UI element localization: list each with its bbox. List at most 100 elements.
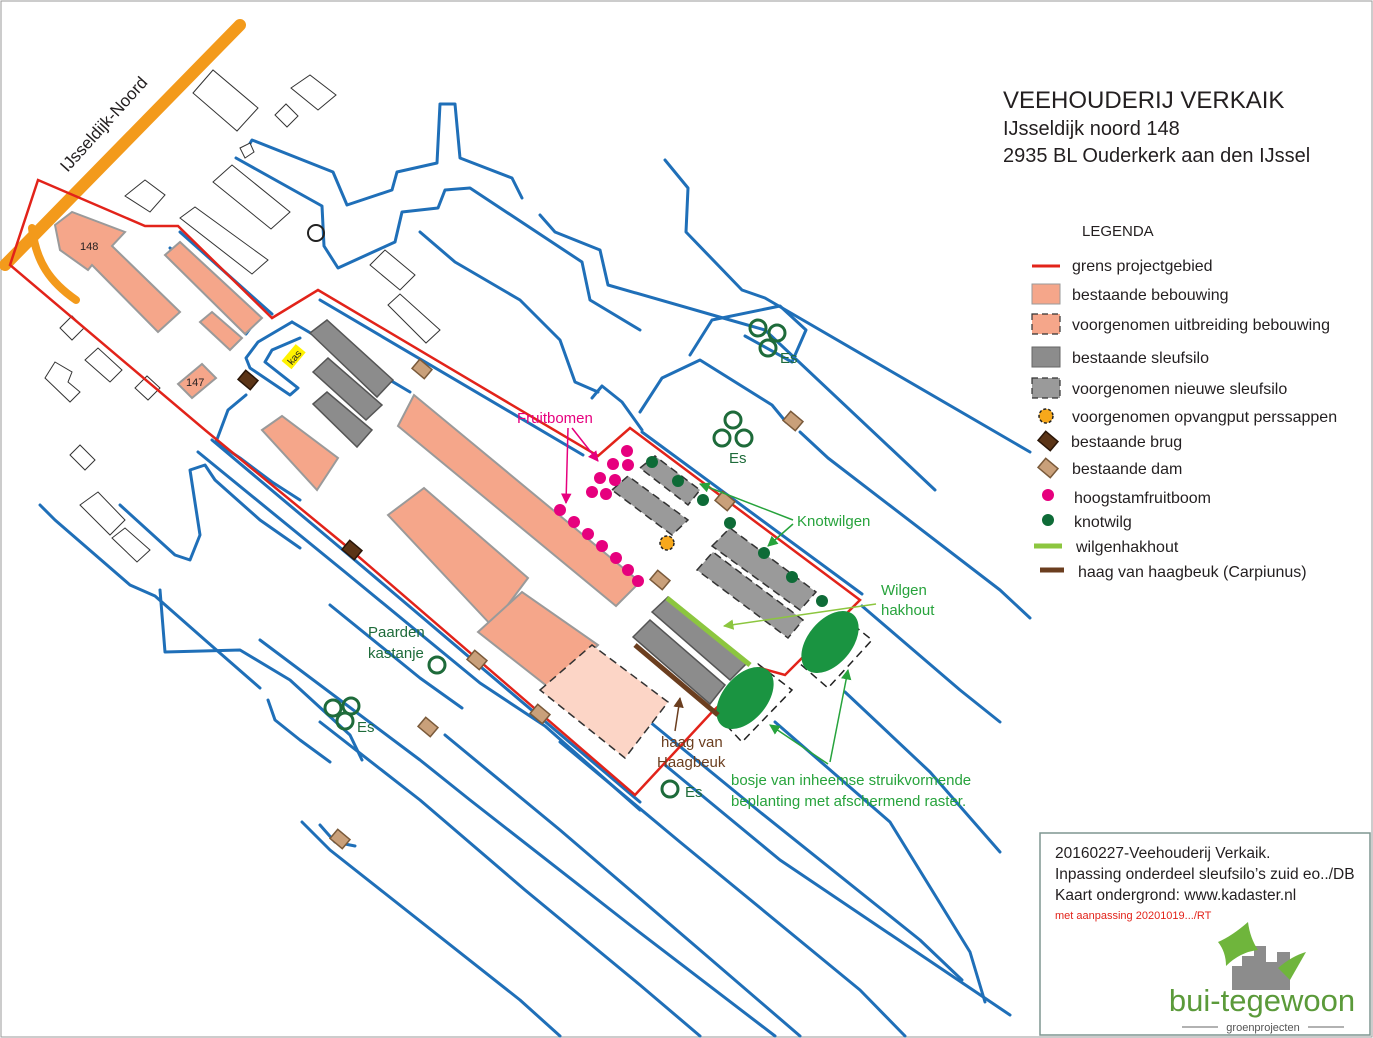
logo-tagline: groenprojecten xyxy=(1226,1022,1299,1034)
dam-icon xyxy=(328,828,352,850)
existing-building xyxy=(476,590,600,692)
annotation-haagbeuk: Haagbeuk xyxy=(657,754,726,771)
fruit-tree-dot xyxy=(600,488,612,500)
planned-silo xyxy=(710,527,818,612)
house-outline xyxy=(84,347,123,383)
planned-silo xyxy=(610,475,690,536)
legend-label: bestaande bebouwing xyxy=(1072,287,1229,304)
legend-label: bestaande dam xyxy=(1072,461,1182,478)
ash-tree-icon xyxy=(712,428,732,448)
house-outline xyxy=(274,103,299,128)
ditch xyxy=(158,588,364,762)
annotation-paarden: Paarden xyxy=(368,624,425,641)
bridge-icon xyxy=(236,369,260,391)
arrow-knotwilgen xyxy=(699,482,794,521)
dam-icon xyxy=(465,649,489,671)
ditch xyxy=(663,158,1032,454)
house-outline xyxy=(134,375,161,401)
ditch xyxy=(558,740,907,1038)
ash-tree-icon xyxy=(660,779,680,799)
legend-label: bestaande brug xyxy=(1071,434,1182,451)
ditch xyxy=(328,603,464,710)
legend-label: voorgenomen uitbreiding bebouwing xyxy=(1072,317,1330,334)
dam-icon xyxy=(416,716,440,738)
legend-orange-dashed-circle-icon xyxy=(1038,408,1054,424)
ditch xyxy=(300,820,562,1038)
legend-label: wilgenhakhout xyxy=(1075,539,1179,556)
legend-label: hoogstamfruitboom xyxy=(1074,490,1211,507)
existing-silo xyxy=(311,356,384,422)
info-box: 20160227-Veehouderij Verkaik. Inpassing … xyxy=(1039,832,1371,1036)
pollard-willow-dot xyxy=(672,475,684,487)
existing-silo xyxy=(308,319,395,399)
fruit-tree-dot xyxy=(594,472,606,484)
fruit-tree-dot xyxy=(554,504,566,516)
ash-tree-icon xyxy=(758,338,778,358)
existing-building xyxy=(260,414,340,492)
ash-tree-icon xyxy=(335,711,355,731)
dam-icon xyxy=(781,410,805,432)
pollard-willow-dot xyxy=(646,456,658,468)
ash-tree-label: Es xyxy=(685,784,703,801)
annotation-hakhout: hakhout xyxy=(881,602,935,619)
legend-gray-block-icon xyxy=(1031,346,1061,368)
legend-heading: LEGENDA xyxy=(1082,223,1154,240)
arrow-knotwilgen xyxy=(767,523,794,547)
pollard-willow-dot xyxy=(758,547,770,559)
pollard-willow-dot xyxy=(724,517,736,529)
ditch xyxy=(640,430,864,596)
fruit-tree-dot xyxy=(610,552,622,564)
dams xyxy=(328,358,805,850)
house-outline xyxy=(69,444,96,471)
info-box-frame xyxy=(1039,832,1371,1036)
ditch xyxy=(798,430,1032,620)
fruit-tree-dot xyxy=(596,540,608,552)
house-outline xyxy=(124,179,166,213)
fruit-trees xyxy=(554,445,644,587)
surrounding-buildings xyxy=(44,69,441,563)
ditch xyxy=(443,733,802,1038)
ash-trees: Es Es Es Es xyxy=(323,318,798,801)
legend-green-dot-icon xyxy=(1042,514,1054,526)
ash-tree-icon xyxy=(723,410,743,430)
planned-collection-pit xyxy=(659,535,675,551)
annotation-wilgen: Wilgen xyxy=(881,582,927,599)
house-outline xyxy=(290,74,337,111)
dam-icon xyxy=(713,490,737,512)
ash-tree-label: Es xyxy=(780,350,798,367)
house-outline xyxy=(369,249,416,291)
ditch xyxy=(418,230,600,394)
info-line: Inpassing onderdeel sleufsilo’s zuid eo.… xyxy=(1055,866,1355,883)
ditch xyxy=(266,698,332,764)
ditch xyxy=(638,358,788,424)
existing-building xyxy=(163,240,264,336)
ash-tree-icon xyxy=(767,323,787,343)
skyline-icon xyxy=(1232,946,1290,990)
legend-tan-diamond-icon xyxy=(1036,457,1060,479)
fruit-tree-dot xyxy=(582,528,594,540)
ditch xyxy=(244,320,302,397)
legend-salmon-block-icon xyxy=(1031,283,1061,305)
fruit-tree-dot xyxy=(622,564,634,576)
annotation-fruitbomen: Fruitbomen xyxy=(517,410,593,427)
house-number-147: 147 xyxy=(186,377,204,389)
tree-outline-icon xyxy=(307,224,325,242)
legend-label: grens projectgebied xyxy=(1072,258,1213,275)
ditch xyxy=(243,102,524,207)
ditch xyxy=(648,720,964,982)
fruit-tree-dot xyxy=(607,458,619,470)
existing-silo xyxy=(631,618,727,706)
legend-dashed-gray-block-icon xyxy=(1031,377,1061,399)
bridge-icon xyxy=(340,539,364,561)
ash-tree-icon xyxy=(323,698,343,718)
ash-tree-icon xyxy=(748,318,768,338)
ditch xyxy=(590,384,644,432)
shrub-plantation xyxy=(801,611,859,673)
planned-silos xyxy=(610,455,818,640)
annotation-bosje-line2: beplanting met afschermend raster. xyxy=(731,793,966,810)
fruit-tree-dot xyxy=(586,486,598,498)
ditch xyxy=(318,298,585,457)
house-outline xyxy=(192,69,259,132)
legend-label: haag van haagbeuk (Carpiunus) xyxy=(1078,564,1307,581)
info-line: 20160227-Veehouderij Verkaik. xyxy=(1055,845,1270,862)
